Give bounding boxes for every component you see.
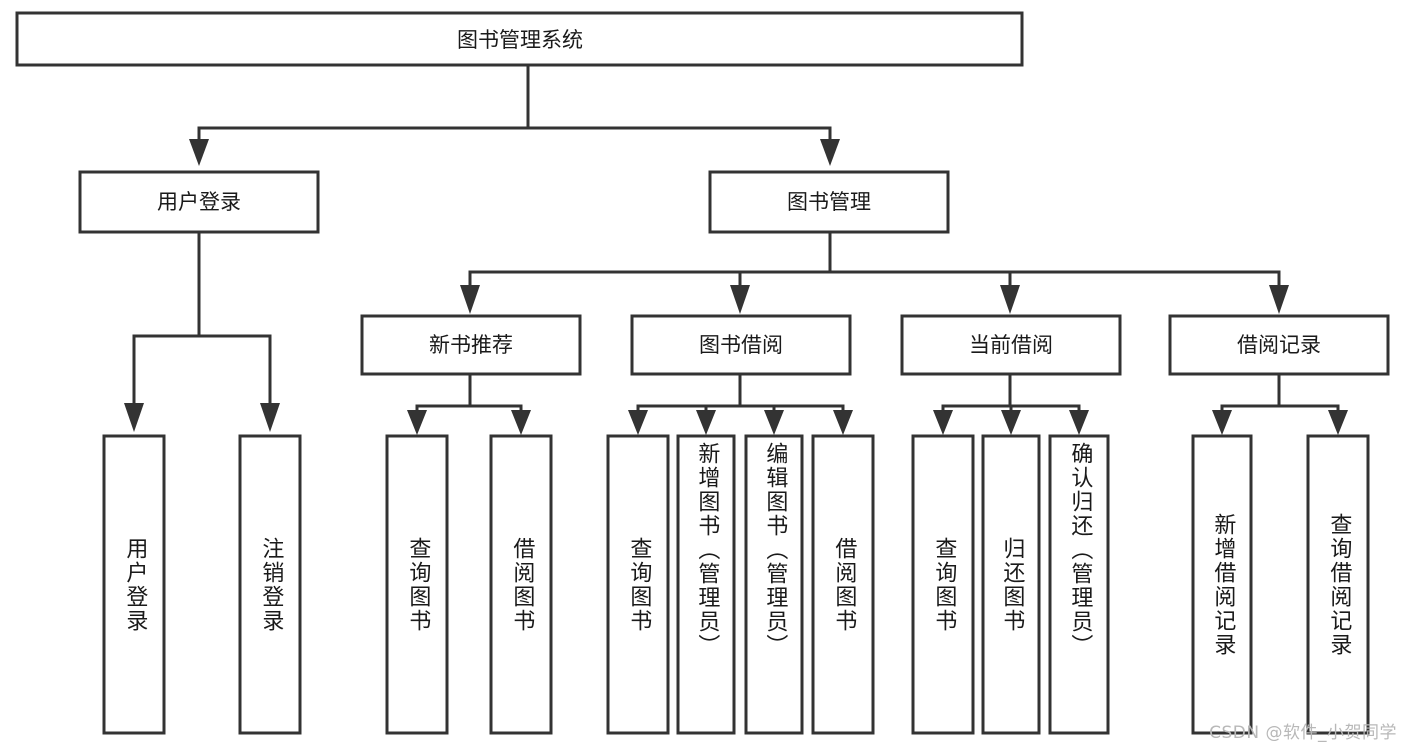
node-book-manage[interactable] [708,170,950,234]
arrowhead-current-borrow [1000,285,1020,314]
arrowhead-leaf-borrow-book-a [511,410,531,435]
arrowhead-leaf-query-book-a [407,410,427,435]
node-leaf-edit-book[interactable] [744,434,804,735]
label-root: 图书管理系统 [457,28,583,52]
node-book-borrow[interactable] [630,314,852,376]
arrowhead-book-borrow [730,285,750,314]
arrowhead-leaf-return-book [1001,410,1021,435]
connector-group [124,63,1348,435]
node-leaf-return-book[interactable] [981,434,1041,735]
arrowhead-leaf-borrow-book-b [833,410,853,435]
label-new-book-rec: 新书推荐 [429,333,513,357]
arrowhead-leaf-query-book-b [628,410,648,435]
node-leaf-logout[interactable] [238,434,302,735]
node-leaf-query-book-c[interactable] [911,434,975,735]
arrowhead-leaf-user-login [124,403,144,432]
arrowhead-leaf-edit-book [764,410,784,435]
node-borrow-record[interactable] [1168,314,1390,376]
node-leaf-borrow-book-a[interactable] [489,434,553,735]
node-box-group [15,11,1390,735]
label-book-manage: 图书管理 [787,190,871,214]
arrowhead-leaf-query-record [1328,410,1348,435]
arrowhead-leaf-confirm-return [1069,410,1089,435]
arrowhead-leaf-query-book-c [933,410,953,435]
node-new-book-rec[interactable] [360,314,582,376]
node-leaf-add-record[interactable] [1191,434,1253,735]
label-book-borrow: 图书借阅 [699,333,783,357]
node-label-group: 图书管理系统 用户登录 图书管理 新书推荐 图书借阅 当前借阅 借阅记录 [157,28,1321,357]
arrowhead-leaf-add-book [696,410,716,435]
arrowhead-leaf-logout [260,403,280,432]
node-leaf-user-login[interactable] [102,434,166,735]
node-leaf-borrow-book-b[interactable] [811,434,875,735]
node-leaf-query-record[interactable] [1306,434,1370,735]
node-current-borrow[interactable] [900,314,1122,376]
watermark-text: CSDN @软件_小贺同学 [1209,723,1397,743]
node-leaf-query-book-a[interactable] [385,434,449,735]
node-leaf-add-book[interactable] [676,434,736,735]
node-leaf-confirm-return[interactable] [1048,434,1110,735]
node-leaf-query-book-b[interactable] [606,434,670,735]
arrowhead-new-book-rec [460,285,480,314]
arrowhead-borrow-record [1269,285,1289,314]
node-root[interactable] [15,11,1024,67]
label-current-borrow: 当前借阅 [969,333,1053,357]
arrowhead-book-manage [820,139,840,166]
label-borrow-record: 借阅记录 [1237,333,1321,357]
node-user-login[interactable] [78,170,320,234]
arrowhead-user-login [189,139,209,166]
arrowhead-leaf-add-record [1212,410,1232,435]
label-user-login: 用户登录 [157,190,241,214]
